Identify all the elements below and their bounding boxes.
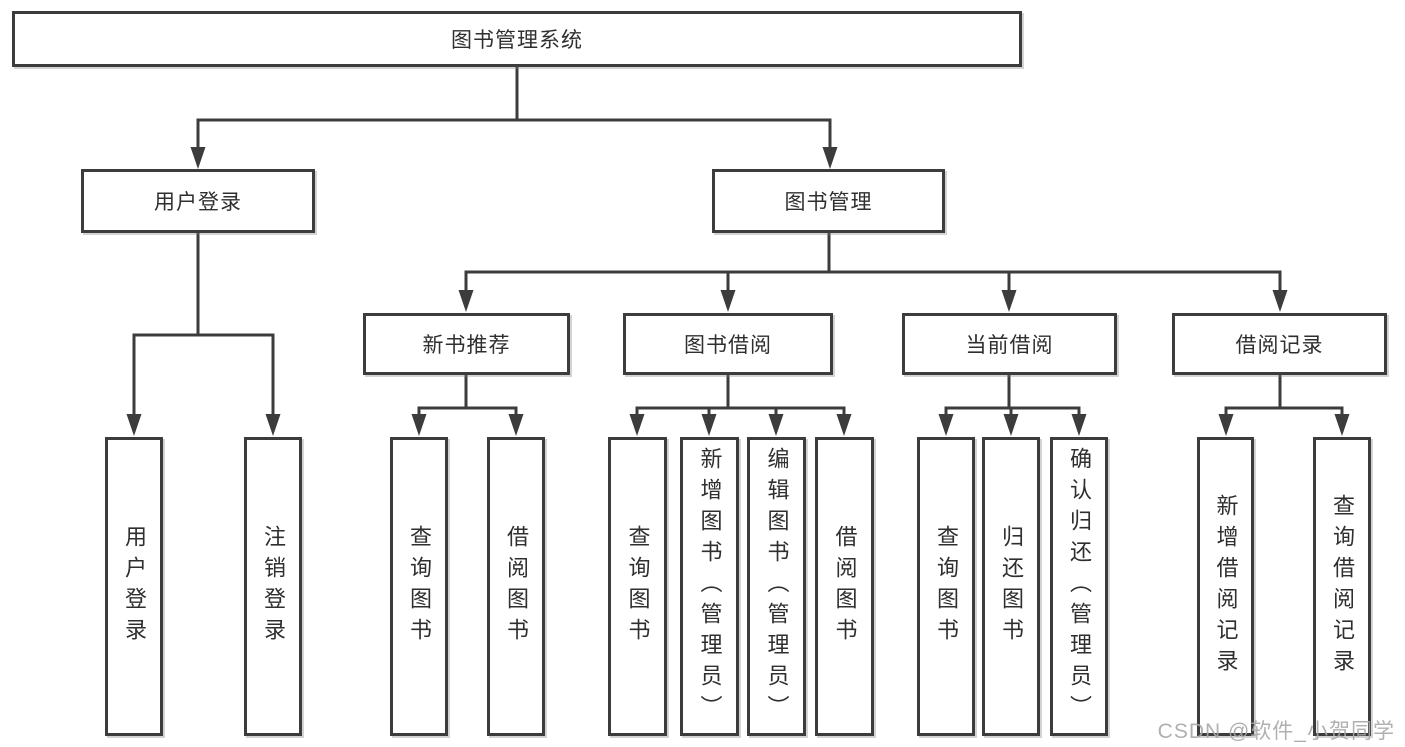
arrowhead (1272, 290, 1288, 312)
node-user-login-leaf: 用户登录 (105, 437, 163, 736)
arrowhead (1071, 414, 1087, 436)
node-new-book-recommendation: 新书推荐 (363, 313, 570, 375)
arrowhead (720, 290, 736, 312)
node-confirm-return-admin: 确认归还（管理员） (1050, 437, 1108, 736)
csdn-watermark: CSDN @软件_小贺同学 (1157, 720, 1395, 743)
node-label: 确认归还（管理员） (1067, 447, 1092, 726)
node-query-borrow-record: 查询借阅记录 (1313, 437, 1371, 736)
node-label: 图书借阅 (684, 334, 772, 357)
arrowhead (508, 414, 524, 436)
node-borrow-books-newrec: 借阅图书 (487, 437, 545, 736)
node-label: 借阅图书 (504, 524, 529, 649)
node-logout: 注销登录 (244, 437, 302, 736)
node-label: 归还图书 (999, 524, 1024, 649)
node-label: 注销登录 (261, 524, 286, 649)
node-label: 查询图书 (407, 524, 432, 649)
arrowhead (1334, 414, 1350, 436)
node-label: 用户登录 (122, 524, 147, 649)
arrowhead (701, 414, 717, 436)
connector-borrowrecords-to-leaves (1224, 375, 1344, 423)
node-query-books-newrec: 查询图书 (390, 437, 448, 736)
arrowhead (458, 290, 474, 312)
node-label: 当前借阅 (965, 334, 1054, 357)
node-query-books-current: 查询图书 (917, 437, 975, 736)
arrowhead (126, 414, 142, 436)
arrowhead (822, 147, 838, 169)
arrowhead (1218, 414, 1234, 436)
arrowhead (768, 414, 784, 436)
node-return-books: 归还图书 (982, 437, 1040, 736)
connector-bookborrow-to-leaves (635, 375, 846, 423)
node-book-borrowing: 图书借阅 (623, 313, 833, 375)
node-label: 查询图书 (625, 524, 651, 649)
node-label: 新增借阅记录 (1213, 493, 1239, 680)
node-label: 查询借阅记录 (1330, 493, 1355, 680)
node-label: 查询图书 (934, 524, 959, 649)
node-label: 图书管理 (784, 191, 873, 214)
node-label: 编辑图书（管理员） (764, 447, 790, 726)
arrowhead (411, 414, 427, 436)
node-add-books-admin: 新增图书（管理员） (680, 437, 739, 736)
node-label: 新书推荐 (422, 334, 511, 357)
arrowhead (265, 414, 281, 436)
arrowhead (938, 414, 954, 436)
node-label: 新增图书（管理员） (697, 447, 723, 726)
arrowhead (1003, 414, 1019, 436)
node-user-login: 用户登录 (81, 169, 315, 233)
connector-newbookrec-to-leaves (417, 375, 518, 423)
node-add-borrow-record: 新增借阅记录 (1197, 437, 1254, 736)
node-book-management: 图书管理 (712, 169, 945, 233)
node-borrowing-records: 借阅记录 (1172, 313, 1387, 375)
node-label: 图书管理系统 (451, 29, 583, 52)
node-edit-books-admin: 编辑图书（管理员） (747, 437, 806, 736)
node-current-borrowing: 当前借阅 (902, 313, 1117, 375)
connector-userlogin-to-leaves (132, 233, 275, 423)
node-label: 用户登录 (154, 191, 242, 214)
node-library-management-system: 图书管理系统 (12, 11, 1022, 67)
node-borrow-books-borrowing: 借阅图书 (815, 437, 874, 736)
arrowhead (629, 414, 645, 436)
node-query-books-borrowing: 查询图书 (608, 437, 667, 736)
arrowhead (190, 147, 206, 169)
arrowhead (1001, 290, 1017, 312)
node-label: 借阅图书 (832, 524, 858, 649)
arrowhead (836, 414, 852, 436)
node-label: 借阅记录 (1235, 334, 1324, 357)
connector-root-to-level2 (196, 67, 832, 156)
arrowheads (126, 147, 1350, 436)
connector-bookmgmt-to-level3 (464, 233, 1282, 299)
